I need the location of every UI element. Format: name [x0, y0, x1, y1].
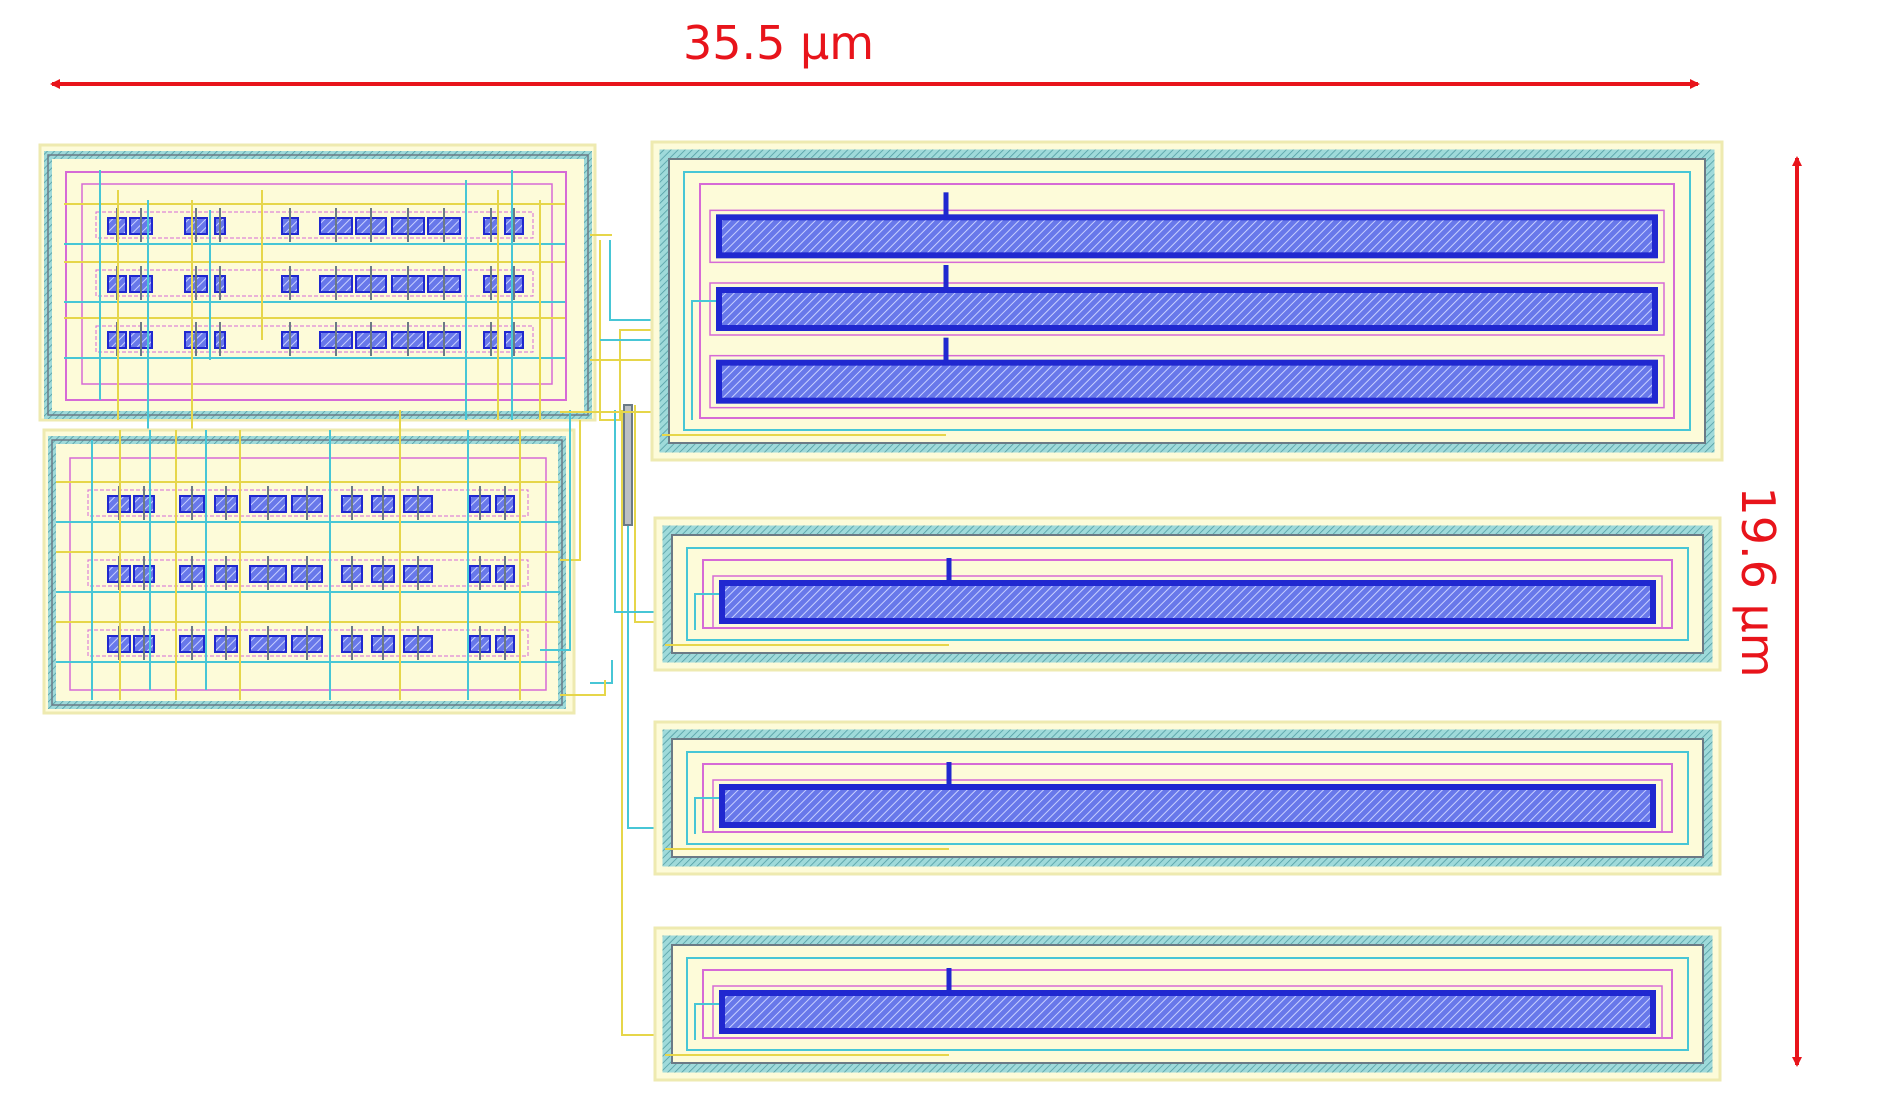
resistor-arrays — [650, 140, 1724, 1082]
transistor-cell — [129, 208, 153, 242]
digital-block-lower — [42, 410, 576, 715]
transistor-cell — [427, 266, 461, 300]
transistor-cell — [214, 486, 238, 520]
transistor-cell — [179, 486, 205, 520]
transistor-cell — [371, 556, 395, 590]
logic-row — [64, 317, 565, 359]
transistor-cell — [319, 208, 353, 242]
transistor-cell — [214, 208, 226, 242]
transistor-cell — [495, 486, 515, 520]
transistor-cell — [403, 486, 433, 520]
resistor-strip — [712, 558, 1663, 629]
transistor-cell — [184, 266, 208, 300]
transistor-cell — [403, 626, 433, 660]
resistor-single-a — [653, 516, 1722, 672]
transistor-cell — [427, 322, 461, 356]
transistor-cell — [371, 626, 395, 660]
transistor-cell — [214, 266, 226, 300]
transistor-cell — [249, 556, 287, 590]
resistor-single-b — [653, 720, 1722, 876]
transistor-cell — [214, 626, 238, 660]
transistor-cell — [355, 208, 387, 242]
transistor-cell — [291, 556, 323, 590]
transistor-cell — [319, 266, 353, 300]
transistor-cell — [179, 626, 205, 660]
resistor-strip — [709, 192, 1665, 264]
transistor-cell — [504, 322, 524, 356]
logic-row — [56, 481, 560, 523]
transistor-cell — [214, 556, 238, 590]
transistor-cell — [469, 486, 491, 520]
height-dimension-label: 19.6 µm — [1731, 486, 1785, 678]
transistor-cell — [391, 266, 425, 300]
transistor-cell — [371, 486, 395, 520]
transistor-cell — [341, 486, 363, 520]
resistor-array-3 — [650, 140, 1724, 462]
transistor-cell — [355, 266, 387, 300]
resistor-single-c — [653, 926, 1722, 1082]
transistor-cell — [504, 266, 524, 300]
transistor-cell — [403, 556, 433, 590]
transistor-cell — [469, 626, 491, 660]
transistor-cell — [341, 556, 363, 590]
transistor-cell — [319, 322, 353, 356]
transistor-cell — [495, 626, 515, 660]
transistor-cell — [391, 322, 425, 356]
transistor-cell — [341, 626, 363, 660]
transistor-cell — [184, 322, 208, 356]
transistor-cell — [291, 486, 323, 520]
resistor-strip — [709, 265, 1665, 336]
transistor-cell — [391, 208, 425, 242]
resistor-strip — [712, 762, 1663, 833]
transistor-cell — [184, 208, 208, 242]
transistor-cell — [355, 322, 387, 356]
digital-block-upper — [38, 143, 597, 430]
transistor-cell — [427, 208, 461, 242]
transistor-cell — [281, 266, 299, 300]
transistor-cell — [291, 626, 323, 660]
transistor-cell — [179, 556, 205, 590]
transistor-cell — [249, 486, 287, 520]
transistor-cell — [129, 266, 153, 300]
logic-row — [56, 551, 560, 593]
width-dimension-label: 35.5 µm — [683, 16, 875, 70]
transistor-cell — [249, 626, 287, 660]
transistor-cell — [469, 556, 491, 590]
transistor-cell — [281, 322, 299, 356]
transistor-cell — [281, 208, 299, 242]
resistor-strip — [709, 337, 1665, 409]
transistor-cell — [214, 322, 226, 356]
resistor-strip — [712, 968, 1663, 1039]
logic-row — [64, 261, 565, 303]
logic-row — [56, 621, 560, 663]
transistor-cell — [504, 208, 524, 242]
transistor-cell — [495, 556, 515, 590]
transistor-cell — [129, 322, 153, 356]
